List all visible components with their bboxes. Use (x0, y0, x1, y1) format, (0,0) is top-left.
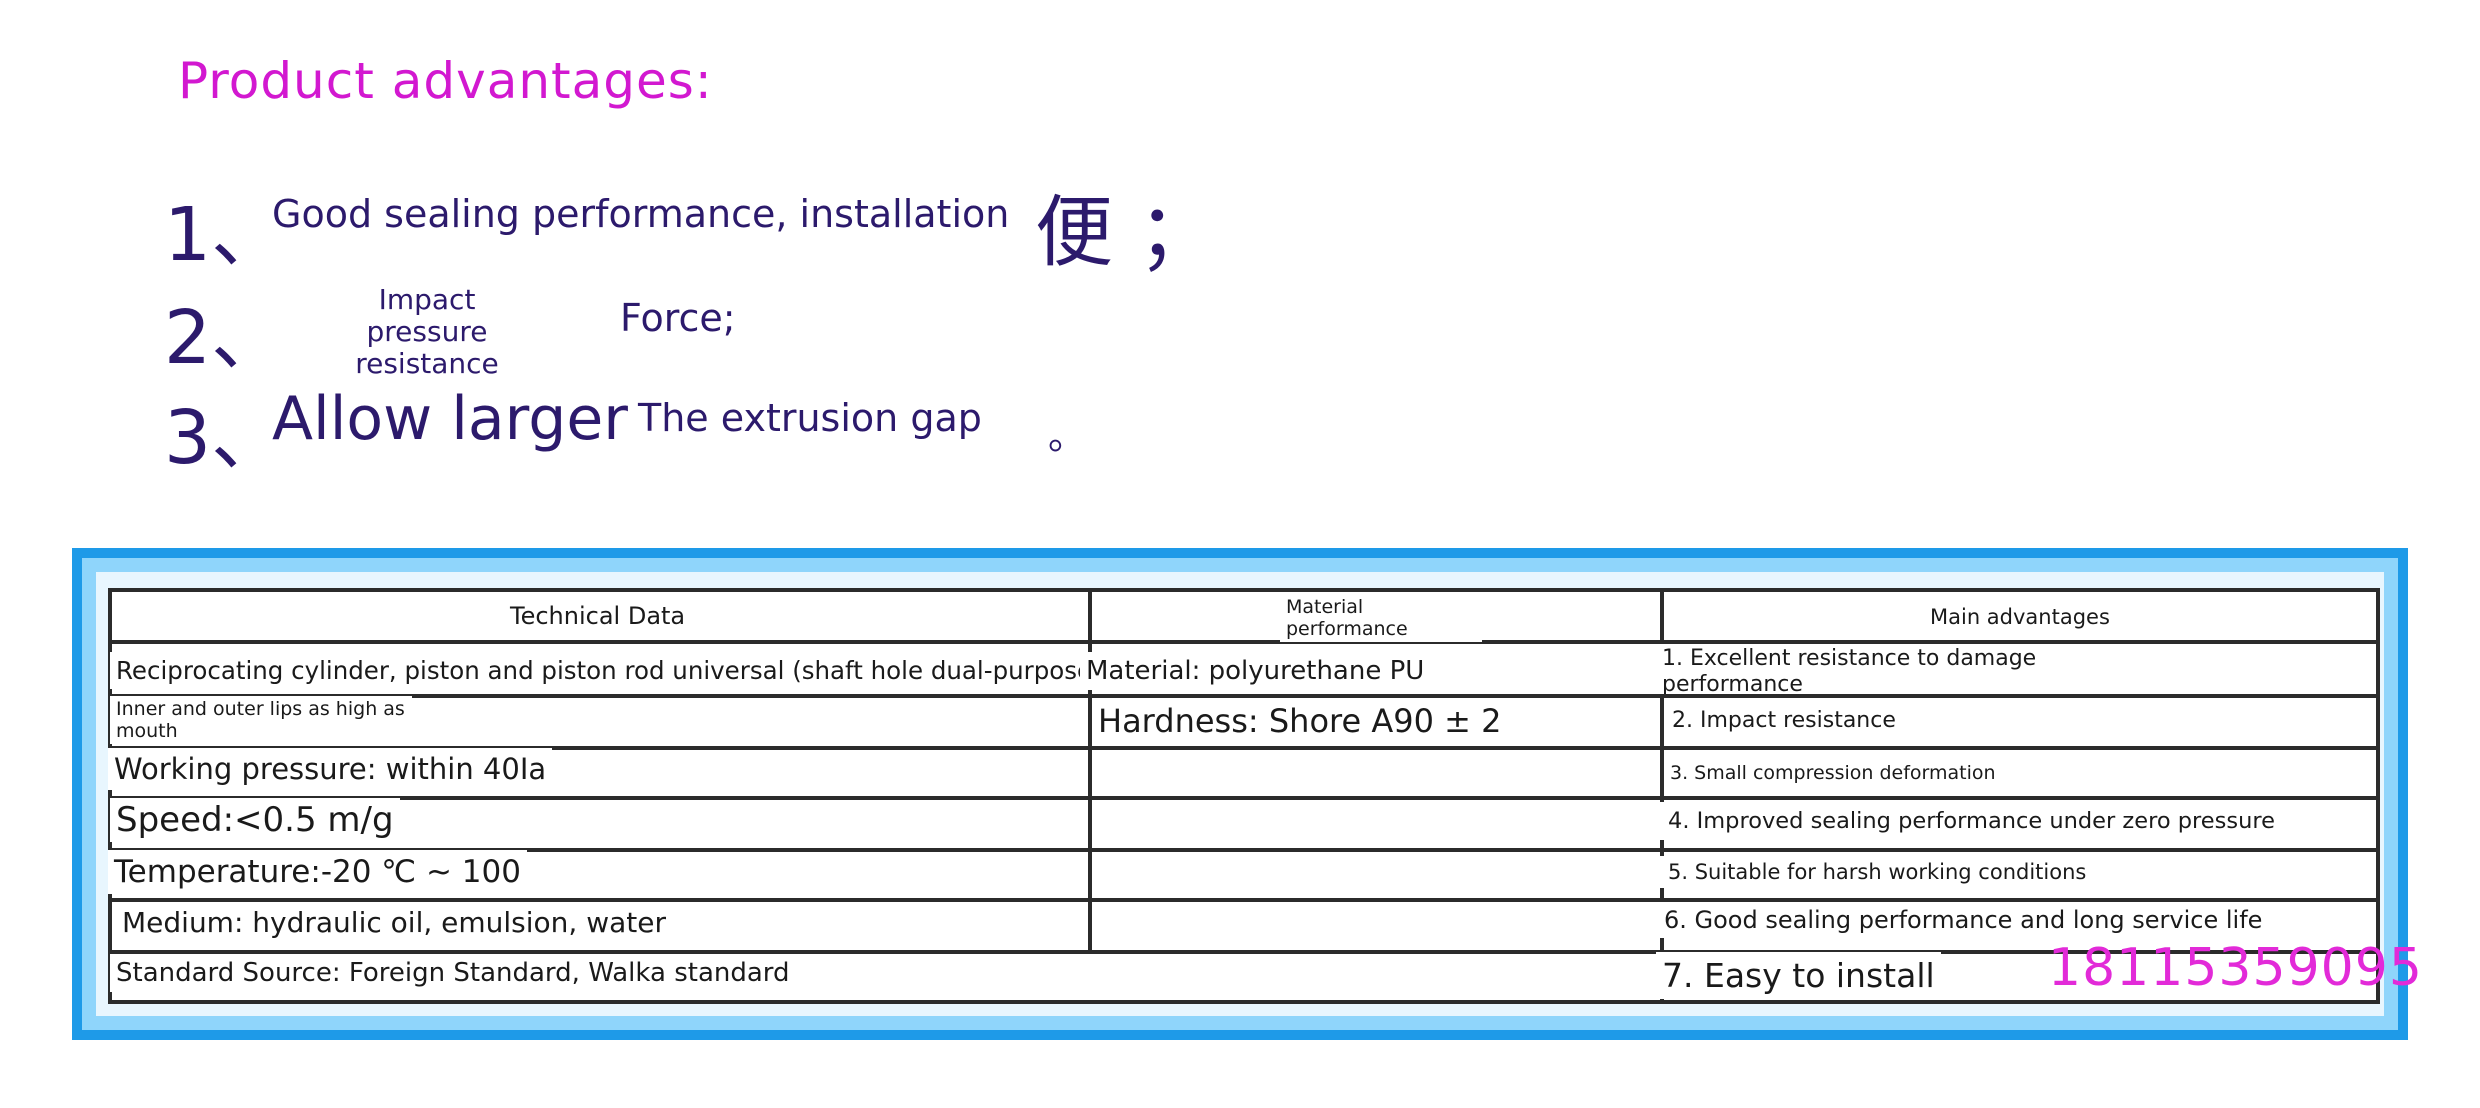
tech-row-4: Speed:<0.5 m/g (110, 798, 400, 842)
tech-row-2: Inner and outer lips as high as mouth (110, 696, 412, 744)
table-col-divider (1660, 588, 1664, 1004)
material-row-1: Material: polyurethane PU (1080, 652, 1431, 690)
table-rule (108, 746, 2380, 750)
tech-row-1: Reciprocating cylinder, piston and pisto… (110, 652, 1108, 689)
advantage-3-text2: The extrusion gap (638, 396, 982, 440)
table-col-divider (1088, 588, 1092, 950)
advantage-1-extra: 便 ； (1035, 188, 1216, 278)
advantage-row-5: 5. Suitable for harsh working conditions (1660, 856, 2095, 888)
advantage-2-text: Impact pressure resistance (355, 283, 499, 380)
advantage-1-text: Good sealing performance, installation (272, 192, 1010, 236)
tech-row-3: Working pressure: within 40Ia (108, 748, 553, 790)
tech-row-6: Medium: hydraulic oil, emulsion, water (116, 902, 672, 943)
advantage-row-4: 4. Improved sealing performance under ze… (1660, 802, 2283, 840)
tech-row-7: Standard Source: Foreign Standard, Walka… (110, 954, 796, 992)
advantage-1-number: 1、 (164, 192, 286, 278)
header-material-performance: Material performance (1280, 594, 1482, 642)
advantage-2-number: 2、 (164, 295, 286, 381)
header-technical-data: Technical Data (500, 600, 696, 632)
tech-row-5: Temperature:-20 ℃ ~ 100 (108, 850, 527, 894)
phone-number: 18115359095 (2048, 938, 2423, 998)
advantage-2-extra: Force; (620, 296, 736, 340)
table-rule (108, 950, 2380, 954)
advantage-row-7: 7. Easy to install (1656, 952, 1941, 999)
advantage-3-number: 3、 (164, 395, 286, 481)
table-rule (108, 848, 2380, 852)
advantage-row-1: 1. Excellent resistance to damage perfor… (1656, 644, 2118, 694)
advantage-row-6: 6. Good sealing performance and long ser… (1656, 902, 2271, 938)
header-main-advantages: Main advantages (1920, 603, 2120, 631)
advantage-3-text: Allow larger (272, 384, 628, 454)
advantage-row-3: 3. Small compression deformation (1664, 756, 2002, 790)
table-rule (108, 796, 2380, 800)
table-rule (108, 640, 2380, 644)
table-rule (108, 694, 2380, 698)
advantage-row-2: 2. Impact resistance (1664, 702, 1904, 739)
material-row-2: Hardness: Shore A90 ± 2 (1092, 700, 1508, 742)
table-rule (108, 898, 2380, 902)
page-title: Product advantages: (178, 52, 713, 110)
advantage-3-extra: 。 (1048, 414, 1087, 458)
